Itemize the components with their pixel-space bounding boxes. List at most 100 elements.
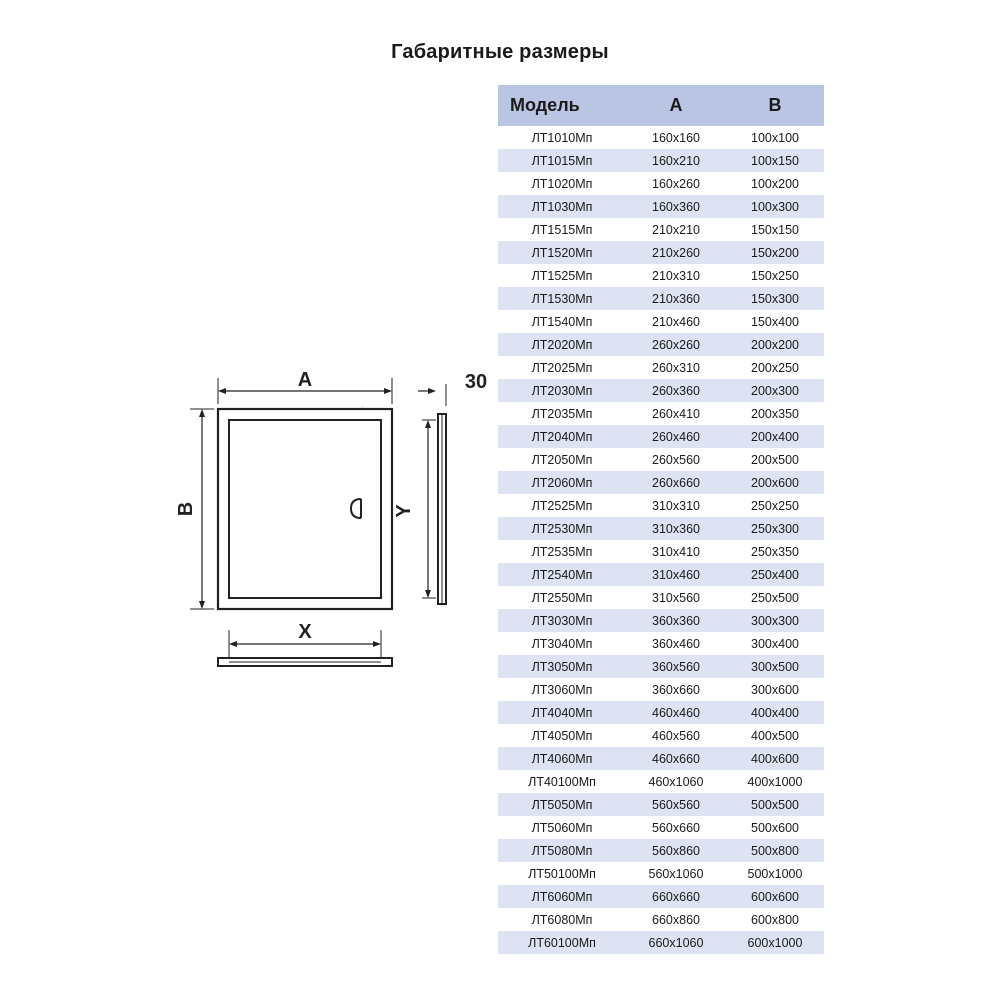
- inner-door: [228, 419, 382, 599]
- cell-b: 250x400: [726, 563, 824, 586]
- cell-b: 150x200: [726, 241, 824, 264]
- cell-model: ЛТ5080Мп: [498, 839, 626, 862]
- cell-a: 310x360: [626, 517, 726, 540]
- cell-b: 100x200: [726, 172, 824, 195]
- cell-a: 460x660: [626, 747, 726, 770]
- dimension-b-label: B: [175, 502, 197, 516]
- cell-a: 360x560: [626, 655, 726, 678]
- cell-a: 260x660: [626, 471, 726, 494]
- cell-model: ЛТ1525Мп: [498, 264, 626, 287]
- cell-a: 660x1060: [626, 931, 726, 954]
- cell-a: 160x260: [626, 172, 726, 195]
- header-b: B: [726, 85, 824, 126]
- cell-b: 300x600: [726, 678, 824, 701]
- cell-b: 300x500: [726, 655, 824, 678]
- cell-model: ЛТ1540Мп: [498, 310, 626, 333]
- cell-b: 500x1000: [726, 862, 824, 885]
- cell-a: 660x860: [626, 908, 726, 931]
- cell-model: ЛТ40100Мп: [498, 770, 626, 793]
- cell-b: 400x1000: [726, 770, 824, 793]
- cell-model: ЛТ1520Мп: [498, 241, 626, 264]
- cell-model: ЛТ60100Мп: [498, 931, 626, 954]
- depth-label: 30: [465, 371, 487, 393]
- cell-b: 300x400: [726, 632, 824, 655]
- cell-a: 210x310: [626, 264, 726, 287]
- cell-b: 100x300: [726, 195, 824, 218]
- cell-a: 160x360: [626, 195, 726, 218]
- cell-a: 660x660: [626, 885, 726, 908]
- cell-b: 250x350: [726, 540, 824, 563]
- cell-a: 210x210: [626, 218, 726, 241]
- cell-model: ЛТ2030Мп: [498, 379, 626, 402]
- cell-model: ЛТ2535Мп: [498, 540, 626, 563]
- cell-b: 400x500: [726, 724, 824, 747]
- cell-model: ЛТ4050Мп: [498, 724, 626, 747]
- cell-a: 310x560: [626, 586, 726, 609]
- cell-a: 360x360: [626, 609, 726, 632]
- cell-b: 400x600: [726, 747, 824, 770]
- cell-model: ЛТ5050Мп: [498, 793, 626, 816]
- cell-b: 300x300: [726, 609, 824, 632]
- cell-model: ЛТ2530Мп: [498, 517, 626, 540]
- dimension-y-label: Y: [393, 504, 415, 518]
- cell-b: 600x800: [726, 908, 824, 931]
- cell-b: 600x600: [726, 885, 824, 908]
- cell-model: ЛТ5060Мп: [498, 816, 626, 839]
- cell-a: 560x1060: [626, 862, 726, 885]
- cell-a: 160x160: [626, 126, 726, 149]
- cell-b: 250x500: [726, 586, 824, 609]
- cell-model: ЛТ2550Мп: [498, 586, 626, 609]
- cell-a: 260x260: [626, 333, 726, 356]
- dimension-a-label: A: [298, 369, 312, 391]
- cell-b: 200x250: [726, 356, 824, 379]
- cell-a: 560x660: [626, 816, 726, 839]
- cell-b: 400x400: [726, 701, 824, 724]
- cell-b: 150x150: [726, 218, 824, 241]
- cell-model: ЛТ2525Мп: [498, 494, 626, 517]
- cell-b: 150x300: [726, 287, 824, 310]
- cell-a: 260x310: [626, 356, 726, 379]
- page-title: Габаритные размеры: [391, 41, 609, 63]
- cell-a: 560x560: [626, 793, 726, 816]
- cell-model: ЛТ4060Мп: [498, 747, 626, 770]
- cell-b: 500x600: [726, 816, 824, 839]
- cell-b: 200x300: [726, 379, 824, 402]
- cell-a: 310x460: [626, 563, 726, 586]
- cell-a: 310x310: [626, 494, 726, 517]
- handle-icon: [349, 498, 362, 519]
- cell-model: ЛТ1030Мп: [498, 195, 626, 218]
- cell-model: ЛТ4040Мп: [498, 701, 626, 724]
- cell-a: 260x410: [626, 402, 726, 425]
- cell-b: 100x100: [726, 126, 824, 149]
- cell-model: ЛТ3050Мп: [498, 655, 626, 678]
- cell-model: ЛТ3060Мп: [498, 678, 626, 701]
- header-model: Модель: [498, 85, 626, 126]
- cell-a: 460x460: [626, 701, 726, 724]
- cell-model: ЛТ2020Мп: [498, 333, 626, 356]
